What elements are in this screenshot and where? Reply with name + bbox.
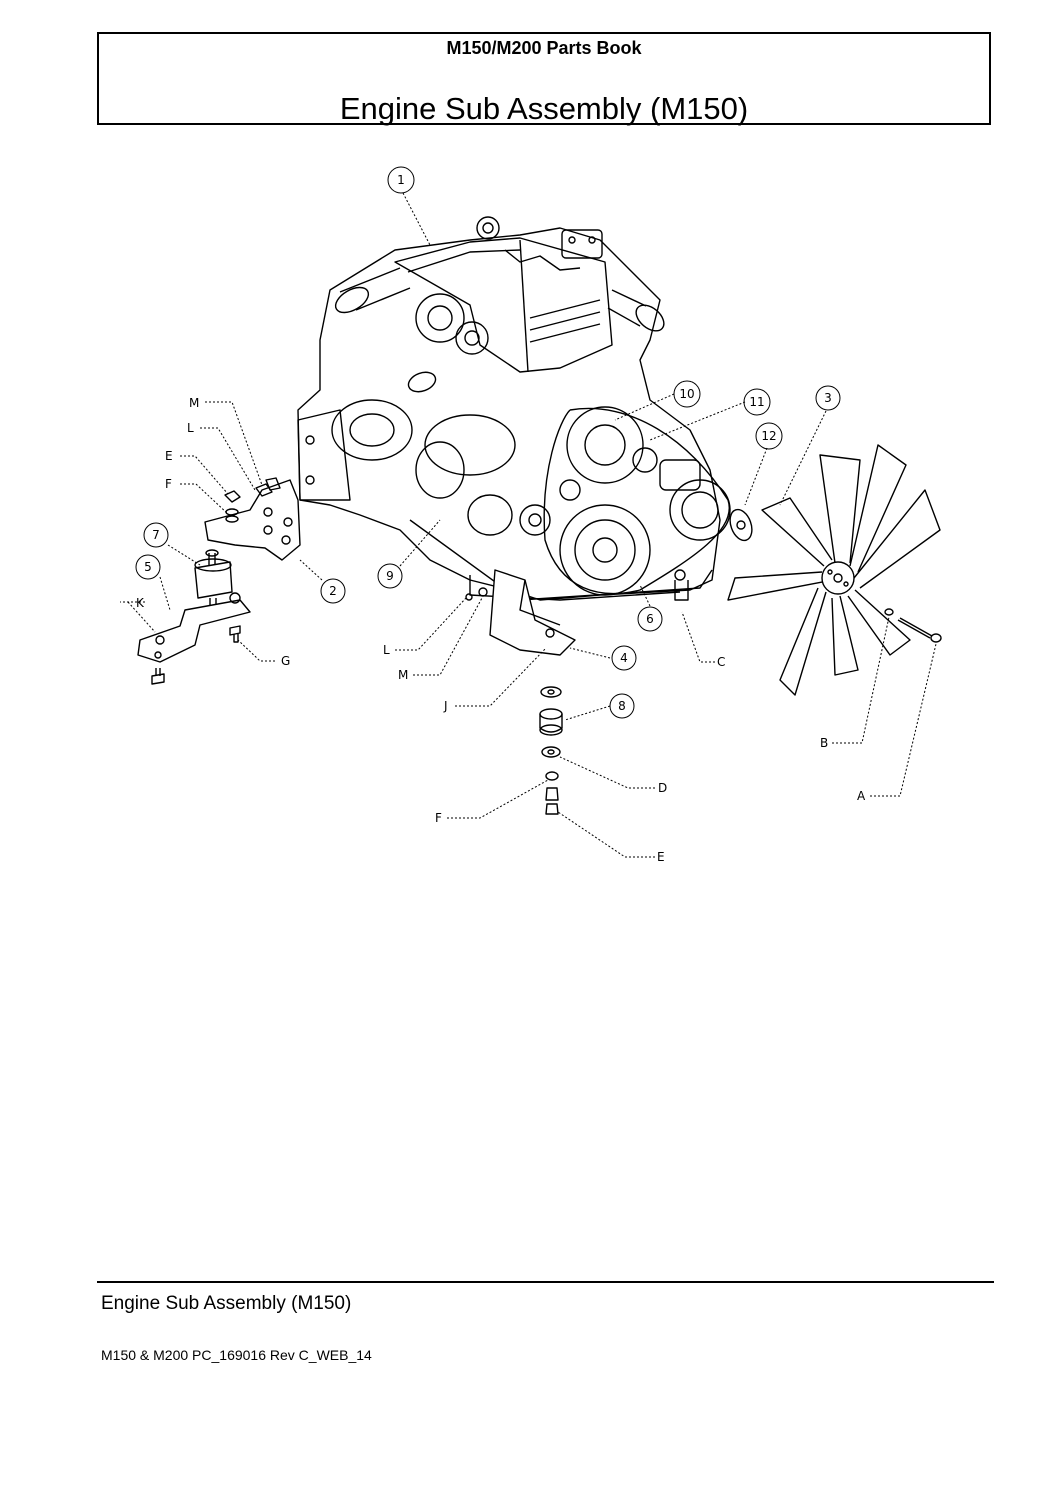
callout-f-left: F [165,477,172,491]
page-title: Engine Sub Assembly (M150) [339,91,749,126]
callout-b: B [820,736,828,750]
callout-12: 12 [761,429,776,443]
callout-m-top: M [189,396,199,410]
callout-j: J [443,699,448,713]
book-title: M150/M200 Parts Book [446,38,642,58]
callout-l-bottom: L [383,643,390,657]
callout-l-top: L [187,421,194,435]
callout-m-bottom: M [398,668,408,682]
callout-11: 11 [749,395,764,409]
engine-illustration [297,216,731,656]
callout-1: 1 [397,173,405,187]
callout-e-left: E [165,449,173,463]
callout-c: C [717,655,725,669]
callout-f-bottom: F [435,811,442,825]
front-mount-stack [539,686,563,815]
leader-lines [120,192,937,858]
callout-a: A [857,789,866,803]
callout-10: 10 [679,387,694,401]
rear-mount-assembly [137,477,301,685]
callout-4: 4 [620,651,628,665]
footer-doc-ref: M150 & M200 PC_169016 Rev C_WEB_14 [101,1347,372,1363]
fan-assembly [727,444,942,696]
callout-d: D [658,781,667,795]
callout-5: 5 [144,560,152,574]
callout-6: 6 [646,612,654,626]
callout-9: 9 [386,569,394,583]
callout-2: 2 [329,584,337,598]
callout-7: 7 [152,528,160,542]
callout-circles [135,166,841,719]
footer-divider [97,1281,994,1283]
header-box: M150/M200 Parts Book Engine Sub Assembly… [97,32,991,126]
callout-8: 8 [618,699,626,713]
callout-g: G [281,654,290,668]
footer-section-title: Engine Sub Assembly (M150) [101,1293,352,1314]
callout-k: K [136,596,145,610]
callout-e-bottom: E [657,850,665,864]
callout-3: 3 [824,391,832,405]
